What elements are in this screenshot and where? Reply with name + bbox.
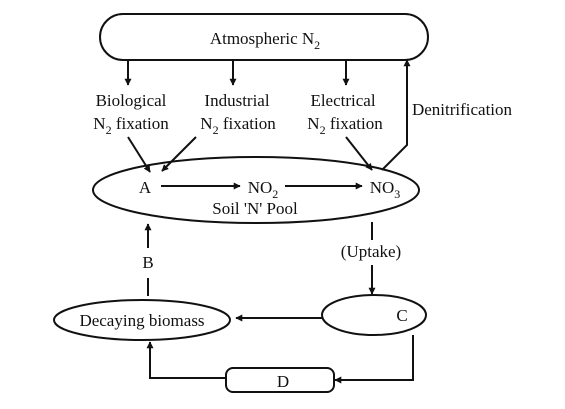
- electrical-label-line1: Electrical: [310, 91, 375, 110]
- decaying-biomass-ellipse: [53, 299, 231, 341]
- no2-label: NO2: [248, 178, 279, 201]
- arrow-d-to-decaying: [146, 341, 226, 379]
- denitrification-label: Denitrification: [412, 100, 513, 119]
- node-d-label: D: [277, 372, 289, 391]
- industrial-label-line2: N2 fixation: [200, 114, 276, 137]
- arrow-denitrification: [381, 59, 411, 171]
- node-a-label: A: [139, 178, 152, 197]
- node-d-box: [225, 367, 335, 393]
- atmospheric-n2-box: [99, 13, 429, 61]
- industrial-label-line1: Industrial: [204, 91, 269, 110]
- soil-n-pool-ellipse: [92, 156, 420, 224]
- no3-label: NO3: [370, 178, 401, 201]
- uptake-label: (Uptake): [341, 242, 401, 261]
- arrow-electrical-to-no3: [345, 136, 373, 171]
- arrow-industrial-to-a: [161, 136, 197, 172]
- node-c-label: C: [396, 306, 407, 325]
- biological-label-line2: N2 fixation: [93, 114, 169, 137]
- b-label: B: [142, 253, 153, 272]
- arrow-c-to-d: [334, 335, 414, 384]
- decaying-biomass-label: Decaying biomass: [79, 311, 204, 330]
- electrical-label-line2: N2 fixation: [307, 114, 383, 137]
- biological-label-line1: Biological: [96, 91, 167, 110]
- node-c-ellipse: [321, 294, 427, 336]
- soil-n-pool-label: Soil 'N' Pool: [212, 199, 298, 218]
- atmospheric-n2-label: Atmospheric N2: [210, 29, 320, 52]
